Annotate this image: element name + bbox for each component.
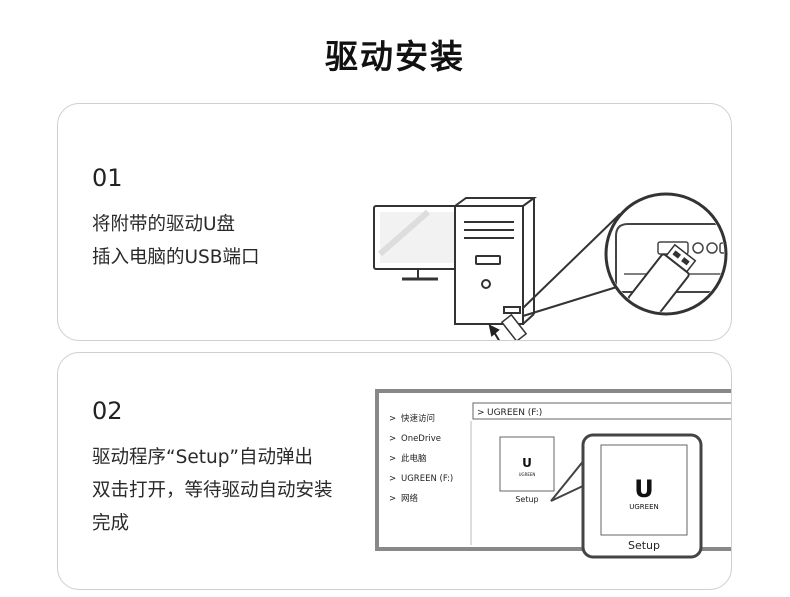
svg-text:UGREEN: UGREEN <box>629 503 659 511</box>
setup-file-callout[interactable]: U UGREEN Setup <box>581 433 703 559</box>
step-description: 驱动程序“Setup”自动弹出 双击打开，等待驱动自动安装 完成 <box>92 441 382 540</box>
file-explorer-illustration: > UGREEN (F:) > 快速访问 > OneDrive > 此电脑 > … <box>375 389 731 559</box>
step-line: 双击打开，等待驱动自动安装 <box>92 480 333 501</box>
setup-file-label: Setup <box>628 539 660 552</box>
ugreen-logo-icon: U <box>634 475 654 503</box>
svg-text:Setup: Setup <box>515 495 538 504</box>
sidebar-item[interactable]: OneDrive <box>401 434 441 444</box>
chevron-right-icon: > <box>389 414 396 424</box>
svg-text:UGREEN: UGREEN <box>519 472 536 477</box>
sidebar-item[interactable]: 此电脑 <box>401 453 427 464</box>
step-card-1: 01 将附带的驱动U盘 插入电脑的USB端口 <box>57 103 732 341</box>
sidebar-item[interactable]: UGREEN (F:) <box>401 474 453 484</box>
chevron-right-icon: > <box>389 454 396 464</box>
chevron-right-icon: > <box>389 494 396 504</box>
step-line: 将附带的驱动U盘 <box>92 214 236 235</box>
address-chevron-icon: > <box>477 408 485 418</box>
sidebar-item[interactable]: 快速访问 <box>401 413 435 424</box>
zoom-callout <box>604 192 728 316</box>
page-title: 驱动安装 <box>325 37 465 76</box>
sidebar-item[interactable]: 网络 <box>401 493 419 504</box>
step-line: 插入电脑的USB端口 <box>92 247 260 268</box>
usb-insert-illustration <box>373 192 728 340</box>
explorer-sidebar: > 快速访问 > OneDrive > 此电脑 > UGREEN (F:) > … <box>389 413 453 504</box>
step-description: 将附带的驱动U盘 插入电脑的USB端口 <box>92 208 259 274</box>
step-number: 01 <box>92 164 123 192</box>
step-line: 驱动程序“Setup”自动弹出 <box>92 447 314 468</box>
pc-tower-icon <box>451 197 538 325</box>
usb-stick-icon <box>500 313 528 340</box>
step-card-2: 02 驱动程序“Setup”自动弹出 双击打开，等待驱动自动安装 完成 > UG… <box>57 352 732 590</box>
arrow-up-icon <box>488 324 500 340</box>
setup-file-icon-small[interactable]: U UGREEN Setup <box>499 436 555 504</box>
chevron-right-icon: > <box>389 474 396 484</box>
svg-text:U: U <box>522 456 532 470</box>
step-number: 02 <box>92 397 123 425</box>
step-line: 完成 <box>92 513 130 534</box>
chevron-right-icon: > <box>389 434 396 444</box>
address-bar: UGREEN (F:) <box>487 408 542 418</box>
